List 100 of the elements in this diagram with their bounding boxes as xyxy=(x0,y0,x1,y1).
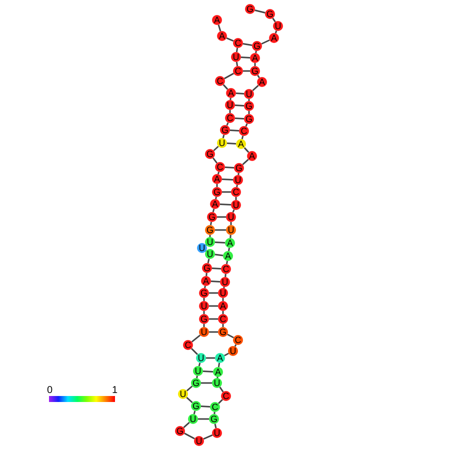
connector-line xyxy=(230,234,232,238)
connector-line xyxy=(252,84,259,92)
connector-line xyxy=(214,412,216,414)
connector-line xyxy=(198,418,209,420)
connector-line xyxy=(212,268,222,270)
connector-line xyxy=(196,376,198,378)
nucleotide-circle: A xyxy=(213,367,223,377)
connector-line xyxy=(236,92,244,94)
nucleotide-circle: U xyxy=(194,436,204,446)
connector-line xyxy=(191,348,198,355)
nucleotide-circle: U xyxy=(199,301,209,311)
connector-line xyxy=(228,248,230,252)
nucleotide-circle: U xyxy=(193,366,203,376)
nucleotide-circle: U xyxy=(220,277,230,287)
connector-line xyxy=(203,298,205,301)
nucleotide-circle: A xyxy=(210,199,220,209)
connector-line xyxy=(222,191,231,193)
nucleotide-circle: U xyxy=(231,52,241,62)
nucleotide-circle: C xyxy=(215,76,225,86)
connector-line xyxy=(234,104,244,106)
nucleotide-circle: U xyxy=(226,225,236,235)
nucleotide-circle: A xyxy=(218,301,228,311)
connector-line xyxy=(212,158,218,164)
connector-line xyxy=(206,272,208,276)
connector-line xyxy=(234,118,244,120)
connector-line xyxy=(216,184,218,187)
connector-line xyxy=(210,222,212,226)
connector-line xyxy=(254,9,266,14)
nucleotide-circle: C xyxy=(233,38,243,48)
nucleotide-circle: G xyxy=(212,187,222,197)
nucleotide-circle: U xyxy=(231,200,241,210)
connector-line xyxy=(186,396,193,404)
nucleotide-circle: G xyxy=(191,401,201,411)
connector-line xyxy=(242,158,249,166)
nucleotide-circle: G xyxy=(250,66,260,76)
connector-line xyxy=(226,142,236,144)
connector-line xyxy=(212,208,215,212)
connector-line xyxy=(236,184,238,188)
connector-line xyxy=(209,331,218,333)
connector-line xyxy=(244,147,250,153)
connector-line xyxy=(226,260,228,264)
connector-line xyxy=(254,63,256,66)
connector-line xyxy=(230,222,232,225)
connector-line xyxy=(241,136,244,140)
connector-line xyxy=(255,50,257,54)
connector-line xyxy=(184,432,195,440)
nucleotide-circle: C xyxy=(233,66,243,76)
connector-line xyxy=(210,280,220,282)
nucleotide-circle: G xyxy=(218,327,228,337)
nucleotide-circle: A xyxy=(217,31,227,41)
connector-line xyxy=(209,318,218,320)
connector-line xyxy=(215,229,226,231)
connector-line xyxy=(214,242,226,244)
connector-line xyxy=(201,382,212,384)
connector-line xyxy=(203,434,213,440)
connector-line xyxy=(236,62,238,66)
nucleotide-circle: A xyxy=(226,88,236,98)
nucleotide-circle: U xyxy=(225,100,235,110)
nucleotide-circle: C xyxy=(215,162,225,172)
connector-line xyxy=(229,110,231,113)
nucleotide-circle: G xyxy=(191,378,201,388)
nucleotide-circle: G xyxy=(252,41,262,51)
nucleotide-circle: U xyxy=(188,414,198,424)
connector-line xyxy=(222,324,224,327)
nucleotide-circle: A xyxy=(223,251,233,261)
connector-line xyxy=(202,370,214,372)
nucleotide-circle: U xyxy=(273,21,283,31)
nucleotide-circle: G xyxy=(209,414,219,424)
nucleotide-circle: A xyxy=(215,353,225,363)
nucleotide-circle: U xyxy=(205,249,215,259)
nucleotide-circle: C xyxy=(231,187,241,197)
connector-line xyxy=(193,410,196,414)
connector-line xyxy=(226,37,234,42)
nucleotide-circle: C xyxy=(239,126,249,136)
connector-line xyxy=(207,258,210,264)
nucleotide-circle: C xyxy=(183,340,193,350)
connector-line xyxy=(222,298,224,301)
nucleotide-circle: U xyxy=(228,346,238,356)
connector-line xyxy=(230,130,240,132)
connector-line xyxy=(218,399,223,404)
connector-line xyxy=(217,216,226,218)
connector-line xyxy=(220,204,232,206)
nucleotide-circle: G xyxy=(205,149,215,159)
connector-line xyxy=(222,311,224,314)
nucleotide-circle: U xyxy=(205,237,215,247)
connector-line xyxy=(209,235,211,237)
connector-line xyxy=(183,422,190,428)
nucleotide-circle: C xyxy=(233,335,243,345)
scale-label: 0 xyxy=(47,386,53,396)
connector-line xyxy=(240,56,250,58)
nucleotide-circle: U xyxy=(196,353,206,363)
connector-line xyxy=(206,357,215,359)
nucleotide-circle: C xyxy=(225,113,235,123)
connector-line xyxy=(261,39,270,45)
connector-line xyxy=(213,146,219,152)
nucleotide-circle: C xyxy=(218,314,228,324)
connector-line xyxy=(215,196,217,200)
scale-label: 1 xyxy=(112,386,118,396)
nucleotide-circle: A xyxy=(201,276,211,286)
connector-line xyxy=(242,43,252,46)
